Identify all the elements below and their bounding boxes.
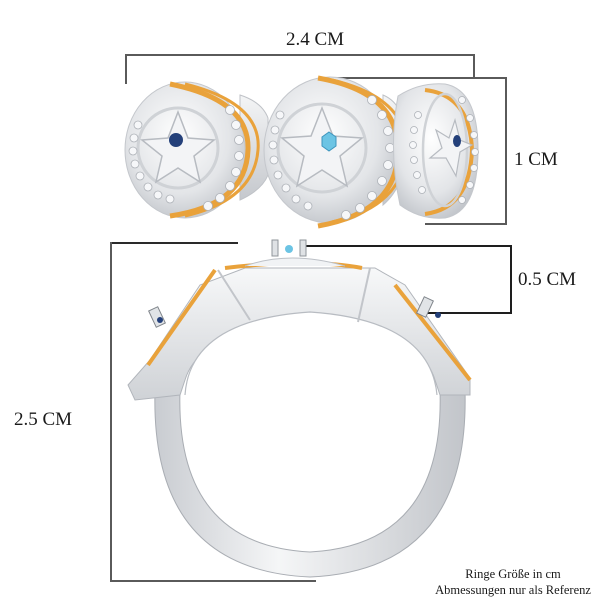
right-stone-setting: [416, 296, 441, 318]
right-coin: [392, 83, 479, 219]
head-height-vertical: [510, 245, 512, 314]
height-dimension-label: 1 CM: [514, 149, 558, 170]
height-dimension-vertical: [505, 77, 507, 225]
size-note-line2: Abmessungen nur als Referenz: [435, 583, 591, 597]
reference-note: Abmessungen nur als Referenz: [413, 582, 600, 598]
width-dimension-top-line: [125, 54, 475, 56]
left-stone-setting: [148, 306, 166, 328]
height-dimension-top-line: [325, 77, 507, 79]
width-dimension-label: 2.4 CM: [286, 29, 345, 50]
size-note: Ringe Größe in cm: [448, 566, 578, 582]
ring-top-view: [124, 75, 479, 229]
height-dimension-bottom-line: [425, 223, 507, 225]
width-dimension-right-tick: [473, 54, 475, 78]
center-stone-setting: [244, 239, 346, 267]
left-coin: [124, 81, 260, 219]
center-coin: [263, 75, 408, 229]
ring-height-top-line: [110, 242, 238, 244]
ring-height-label: 2.5 CM: [14, 409, 73, 430]
ring-height-bottom-line: [110, 580, 316, 582]
head-height-top-line: [300, 245, 512, 247]
head-height-label: 0.5 CM: [518, 269, 577, 290]
size-note-line1: Ringe Größe in cm: [465, 567, 561, 581]
ring-height-vertical: [110, 242, 112, 582]
width-dimension-left-tick: [125, 54, 127, 84]
